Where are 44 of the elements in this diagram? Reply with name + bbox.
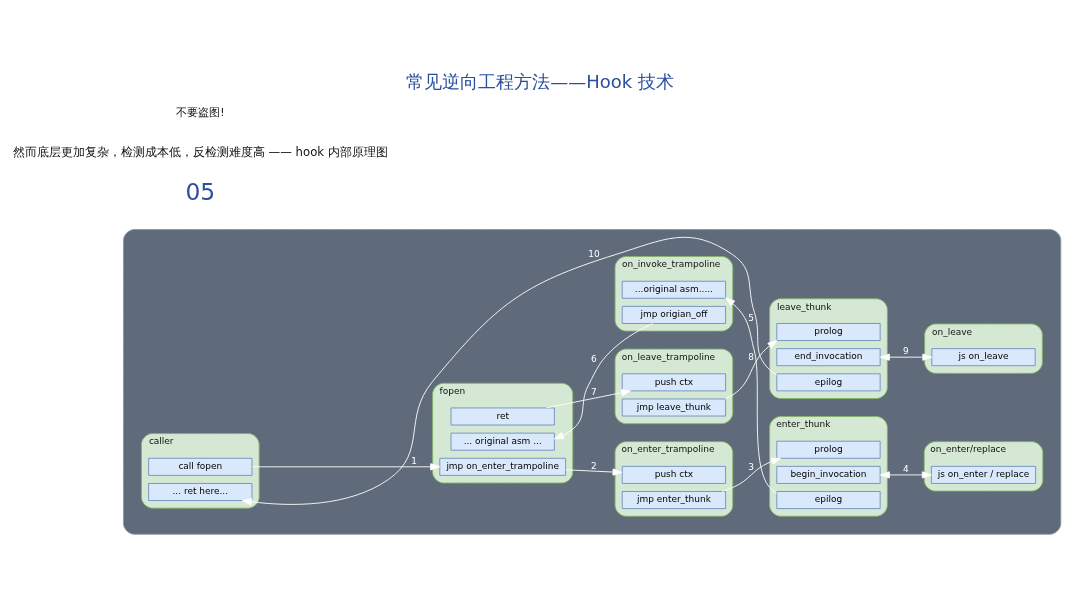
arrow bbox=[241, 236, 778, 506]
diagram-title: 常见逆向工程方法——Hook 技术 bbox=[406, 70, 674, 92]
node-box: prolog bbox=[776, 440, 881, 459]
node-box: js on_leave bbox=[931, 348, 1036, 367]
label: 不要盗图! bbox=[176, 105, 225, 119]
node-box: ret bbox=[450, 407, 555, 426]
label: 05 bbox=[185, 178, 216, 207]
node-box: jmp origian_off bbox=[621, 305, 727, 324]
arrow bbox=[545, 389, 632, 409]
node-box: push ctx bbox=[621, 373, 727, 392]
node-box: begin_invocation bbox=[776, 465, 881, 484]
node-box: ... ret here... bbox=[148, 483, 253, 501]
arrow bbox=[724, 340, 778, 400]
edge-label: 9 bbox=[902, 346, 909, 357]
edge-label: 5 bbox=[748, 313, 755, 324]
cluster bbox=[123, 229, 1062, 535]
node-box: end_invocation bbox=[776, 348, 881, 367]
edge-label: 1 bbox=[411, 456, 418, 467]
node-box: jmp leave_thunk bbox=[621, 398, 727, 417]
label: 然而底层更加复杂，检测成本低，反检测难度高 —— hook 内部原理图 bbox=[12, 145, 388, 160]
node-box: epilog bbox=[776, 491, 881, 510]
edge-label: 2 bbox=[591, 460, 597, 471]
node-box: js on_enter / replace bbox=[930, 465, 1037, 484]
node-box: ... original asm ... bbox=[450, 432, 555, 451]
node-box: prolog bbox=[776, 323, 881, 341]
arrow bbox=[879, 353, 933, 361]
arrow bbox=[725, 297, 778, 494]
edge-label: 3 bbox=[748, 462, 755, 473]
arrow bbox=[879, 471, 932, 479]
node-box: ...original asm..... bbox=[621, 280, 727, 299]
edge-label: 4 bbox=[902, 464, 909, 475]
arrow bbox=[251, 463, 441, 471]
edge-label: 8 bbox=[748, 351, 755, 362]
node-box: call fopen bbox=[148, 457, 253, 476]
arrow bbox=[565, 468, 623, 476]
edge-label: 7 bbox=[591, 386, 597, 397]
node-box: epilog bbox=[776, 373, 881, 392]
edge-label: 10 bbox=[588, 249, 600, 260]
arrow bbox=[553, 323, 653, 440]
node-box: jmp enter_thunk bbox=[621, 491, 727, 510]
node-box: push ctx bbox=[621, 465, 727, 484]
edge-label: 6 bbox=[591, 353, 597, 364]
node-box: jmp on_enter_trampoline bbox=[439, 457, 567, 476]
arrow bbox=[721, 457, 782, 492]
